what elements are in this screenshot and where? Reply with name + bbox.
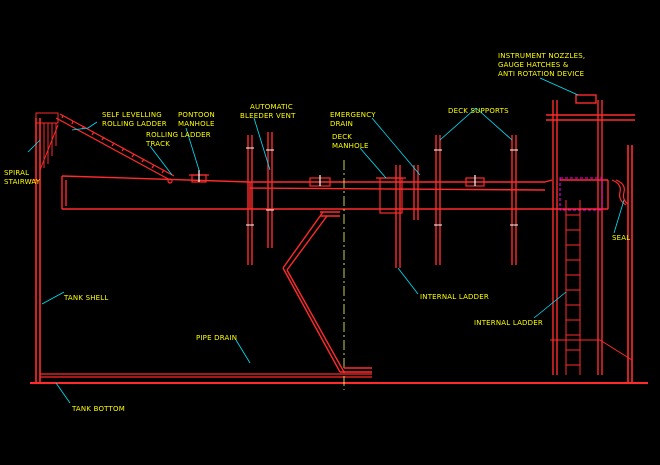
label-deck-manhole-1: DECK xyxy=(332,133,352,141)
label-pipe-drain: PIPE DRAIN xyxy=(196,334,237,342)
anti-rotation-highlight xyxy=(559,177,603,211)
internal-ladder-right xyxy=(565,200,581,375)
leg-pin-marks xyxy=(246,147,518,226)
label-seal: SEAL xyxy=(612,234,630,242)
label-spiral-stairway-1: SPIRAL xyxy=(4,169,29,177)
label-internal-ladder-center: INTERNAL LADDER xyxy=(420,293,489,301)
gauge-well xyxy=(546,94,635,375)
pontoon-manhole xyxy=(189,170,209,183)
deck-manhole xyxy=(309,175,485,214)
label-rolling-ladder-track-1: ROLLING LADDER xyxy=(146,131,211,139)
tank-shell xyxy=(35,118,633,383)
label-deck-supports: DECK SUPPORTS xyxy=(448,107,509,115)
label-self-levelling-1: SELF LEVELLING xyxy=(102,111,162,119)
rolling-ladder xyxy=(55,113,175,184)
floating-roof-deck xyxy=(61,175,609,210)
tank-bottom xyxy=(30,373,648,384)
label-internal-ladder-right: INTERNAL LADDER xyxy=(474,319,543,327)
label-emergency-drain-2: DRAIN xyxy=(330,120,353,128)
label-instrument-3: ANTI ROTATION DEVICE xyxy=(498,70,584,78)
label-instrument-2: GAUGE HATCHES & xyxy=(498,61,569,69)
label-pontoon-manhole-1: PONTOON xyxy=(178,111,215,119)
label-instrument-1: INSTRUMENT NOZZLES, xyxy=(498,52,585,60)
label-automatic-bleeder-vent-2: BLEEDER VENT xyxy=(240,112,296,120)
label-deck-manhole-2: MANHOLE xyxy=(332,142,369,150)
leader-lines xyxy=(27,77,625,404)
labels: SELF LEVELLING ROLLING LADDER PONTOON MA… xyxy=(4,52,630,413)
pipe-drain xyxy=(282,211,372,373)
spiral-stairway xyxy=(30,112,59,181)
label-automatic-bleeder-vent-1: AUTOMATIC xyxy=(250,103,293,111)
seal xyxy=(611,179,629,206)
deck-support-legs xyxy=(247,132,517,268)
label-tank-bottom: TANK BOTTOM xyxy=(71,405,125,413)
label-rolling-ladder-track-2: TRACK xyxy=(145,140,170,148)
label-pontoon-manhole-2: MANHOLE xyxy=(178,120,215,128)
label-tank-shell: TANK SHELL xyxy=(63,294,109,302)
gauge-well-bottom xyxy=(550,339,633,361)
label-self-levelling-2: ROLLING LADDER xyxy=(102,120,167,128)
label-spiral-stairway-2: STAIRWAY xyxy=(4,178,41,186)
label-emergency-drain-1: EMERGENCY xyxy=(330,111,376,119)
